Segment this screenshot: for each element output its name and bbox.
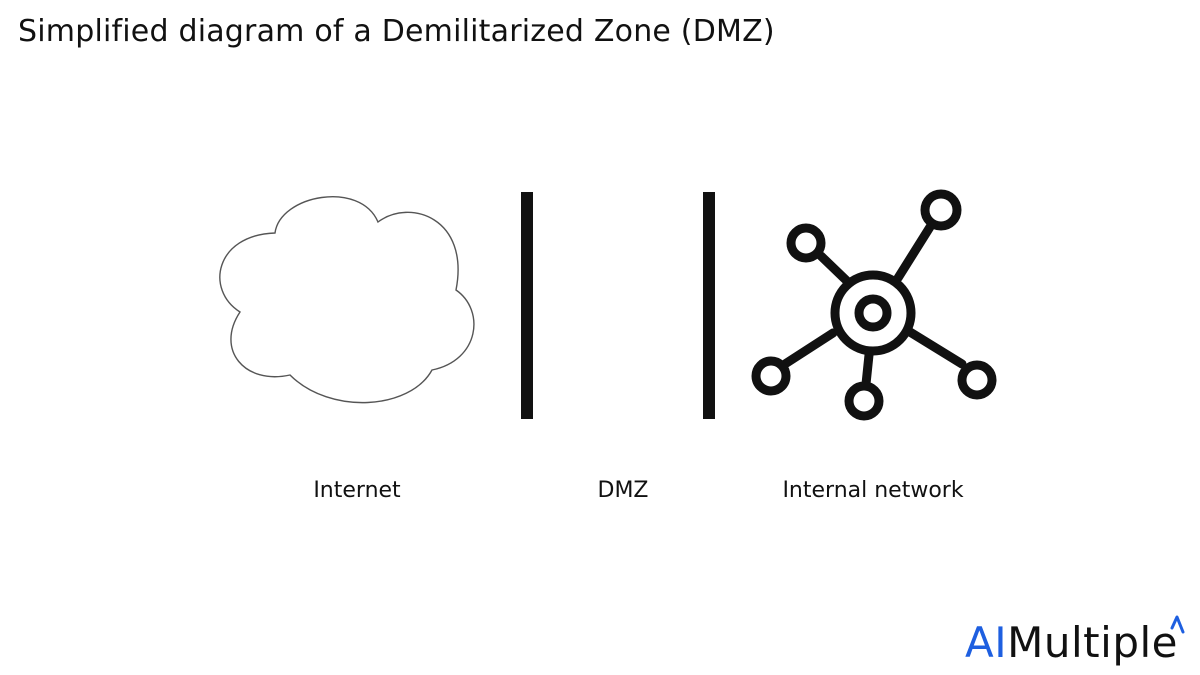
logo-suffix: Multiple [1007,618,1178,667]
aimultiple-logo: AIMultiple [965,615,1185,667]
dmz-left-barrier [521,192,533,419]
cloud-icon [219,196,475,404]
zone-label-internet: Internet [313,478,401,503]
logo-spark-icon [1170,615,1185,634]
network-hub-icon [751,189,997,421]
page-title: Simplified diagram of a Demilitarized Zo… [18,14,775,49]
dmz-right-barrier [703,192,715,419]
zone-label-internal-network: Internal network [782,478,964,503]
logo-prefix: AI [965,618,1008,667]
zone-label-dmz: DMZ [597,478,649,503]
